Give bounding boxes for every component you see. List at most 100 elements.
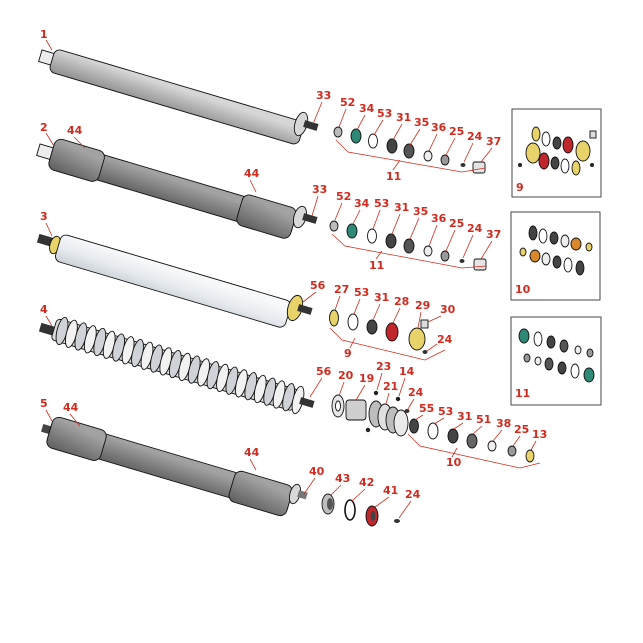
callout-43: 43 bbox=[335, 472, 350, 485]
part-14-pin bbox=[395, 396, 401, 402]
part-25-nut bbox=[440, 154, 450, 166]
part-23-pin-lower bbox=[365, 427, 371, 433]
part-27-seal bbox=[329, 309, 339, 327]
callout-29: 29 bbox=[415, 299, 430, 312]
callout-53: 53 bbox=[354, 286, 369, 299]
callout-42: 42 bbox=[359, 476, 374, 489]
callout-24: 24 bbox=[405, 488, 421, 501]
part-36-spacer bbox=[423, 150, 433, 162]
callout-24: 24 bbox=[437, 333, 453, 346]
callout-53: 53 bbox=[438, 405, 453, 418]
inset-11: 11 bbox=[510, 316, 602, 406]
callout-10: 10 bbox=[446, 456, 462, 469]
part-31-bearing bbox=[447, 428, 459, 444]
part-24-pin bbox=[459, 259, 465, 263]
roller-2-label: 2 bbox=[40, 121, 48, 134]
roller-4-label: 4 bbox=[40, 303, 48, 316]
inset-10: 10 bbox=[510, 211, 601, 301]
part-34-seal bbox=[346, 223, 358, 239]
part-20-washer-hole bbox=[335, 400, 341, 412]
part-30-fitting bbox=[420, 319, 429, 329]
part-55-seal bbox=[409, 418, 419, 434]
callout-28: 28 bbox=[394, 295, 409, 308]
part-21-gear-hub bbox=[368, 400, 409, 437]
roller-1-shaft bbox=[303, 120, 319, 131]
inset-9: 9 bbox=[511, 108, 602, 198]
roller-4-parts: 56 20 19 23 14 21 24 55 53 31 51 38 25 1… bbox=[309, 360, 547, 469]
roller-5-label: 5 bbox=[40, 397, 48, 410]
callout-56: 56 bbox=[316, 365, 332, 378]
part-31-bearing bbox=[366, 319, 378, 335]
part-31-bearing bbox=[385, 233, 397, 249]
callout-33: 33 bbox=[316, 89, 331, 102]
callout-9: 9 bbox=[344, 347, 352, 360]
roller-2-sleeve-left bbox=[48, 138, 105, 182]
inset-9-label: 9 bbox=[516, 181, 524, 194]
callout-40: 40 bbox=[309, 465, 325, 478]
callout-34: 34 bbox=[354, 197, 370, 210]
roller-2-sleeve-right bbox=[236, 194, 297, 239]
part-53-ring bbox=[368, 133, 378, 149]
callout-31: 31 bbox=[457, 410, 472, 423]
inset-10-label: 10 bbox=[515, 283, 531, 296]
part-19-sleeve bbox=[345, 399, 367, 421]
callout-34: 34 bbox=[359, 102, 375, 115]
callout-44-left: 44 bbox=[67, 124, 83, 137]
part-37-cap bbox=[472, 161, 486, 174]
part-25-nut bbox=[507, 445, 517, 457]
part-13-cap bbox=[525, 449, 535, 463]
part-42-snap-ring bbox=[344, 499, 356, 521]
part-24-pin bbox=[394, 519, 400, 523]
part-52-bushing bbox=[329, 220, 339, 232]
roller-1-label: 1 bbox=[40, 28, 48, 41]
callout-24: 24 bbox=[408, 386, 424, 399]
roller-4-shaft bbox=[299, 397, 315, 408]
callout-55: 55 bbox=[419, 402, 434, 415]
callout-38: 38 bbox=[496, 417, 511, 430]
roller-2-shaft bbox=[302, 213, 318, 224]
callout-52: 52 bbox=[340, 96, 355, 109]
part-53-ring bbox=[347, 313, 359, 331]
part-52-bushing bbox=[333, 126, 343, 138]
roller-3-body bbox=[55, 234, 292, 328]
part-25-nut bbox=[440, 250, 450, 262]
callout-52: 52 bbox=[336, 190, 351, 203]
callout-25: 25 bbox=[449, 217, 464, 230]
callout-19: 19 bbox=[359, 372, 374, 385]
roller-3-parts: 56 27 53 31 28 29 30 24 9 bbox=[302, 279, 456, 361]
part-53-ring bbox=[367, 228, 377, 244]
part-51-bearing bbox=[466, 433, 478, 449]
callout-21: 21 bbox=[383, 380, 398, 393]
part-29-housing bbox=[408, 327, 426, 351]
callout-56: 56 bbox=[310, 279, 326, 292]
roller-3-label: 3 bbox=[40, 210, 48, 223]
callout-35: 35 bbox=[414, 116, 429, 129]
roller-4-group: 4 bbox=[38, 303, 315, 415]
roller-1-parts: 33 52 34 53 31 35 36 25 24 37 11 bbox=[312, 89, 501, 183]
part-37-cap bbox=[473, 258, 487, 271]
callout-24: 24 bbox=[467, 222, 483, 235]
callout-23: 23 bbox=[376, 360, 391, 373]
callout-51: 51 bbox=[476, 413, 491, 426]
callout-25: 25 bbox=[514, 423, 529, 436]
callout-53: 53 bbox=[377, 107, 392, 120]
callout-31: 31 bbox=[374, 291, 389, 304]
roller-2-parts: 33 52 34 53 31 35 36 25 24 37 11 bbox=[311, 183, 501, 272]
callout-25: 25 bbox=[449, 125, 464, 138]
callout-41: 41 bbox=[383, 484, 398, 497]
callout-33: 33 bbox=[312, 183, 327, 196]
inset-11-label: 11 bbox=[515, 387, 530, 400]
callout-30: 30 bbox=[440, 303, 456, 316]
callout-37: 37 bbox=[486, 135, 501, 148]
part-31-bearing bbox=[386, 138, 398, 154]
roller-2-group: 2 44 44 bbox=[36, 121, 318, 239]
callout-44-left: 44 bbox=[63, 401, 79, 414]
roller-5-group: 5 44 44 bbox=[40, 397, 308, 517]
roller-1-group: 1 bbox=[38, 28, 319, 145]
callout-24: 24 bbox=[467, 130, 483, 143]
part-24-pin bbox=[422, 350, 428, 354]
part-24-pin bbox=[460, 163, 466, 167]
roller-5-sleeve-right bbox=[228, 470, 293, 517]
part-28-seal bbox=[385, 322, 399, 342]
